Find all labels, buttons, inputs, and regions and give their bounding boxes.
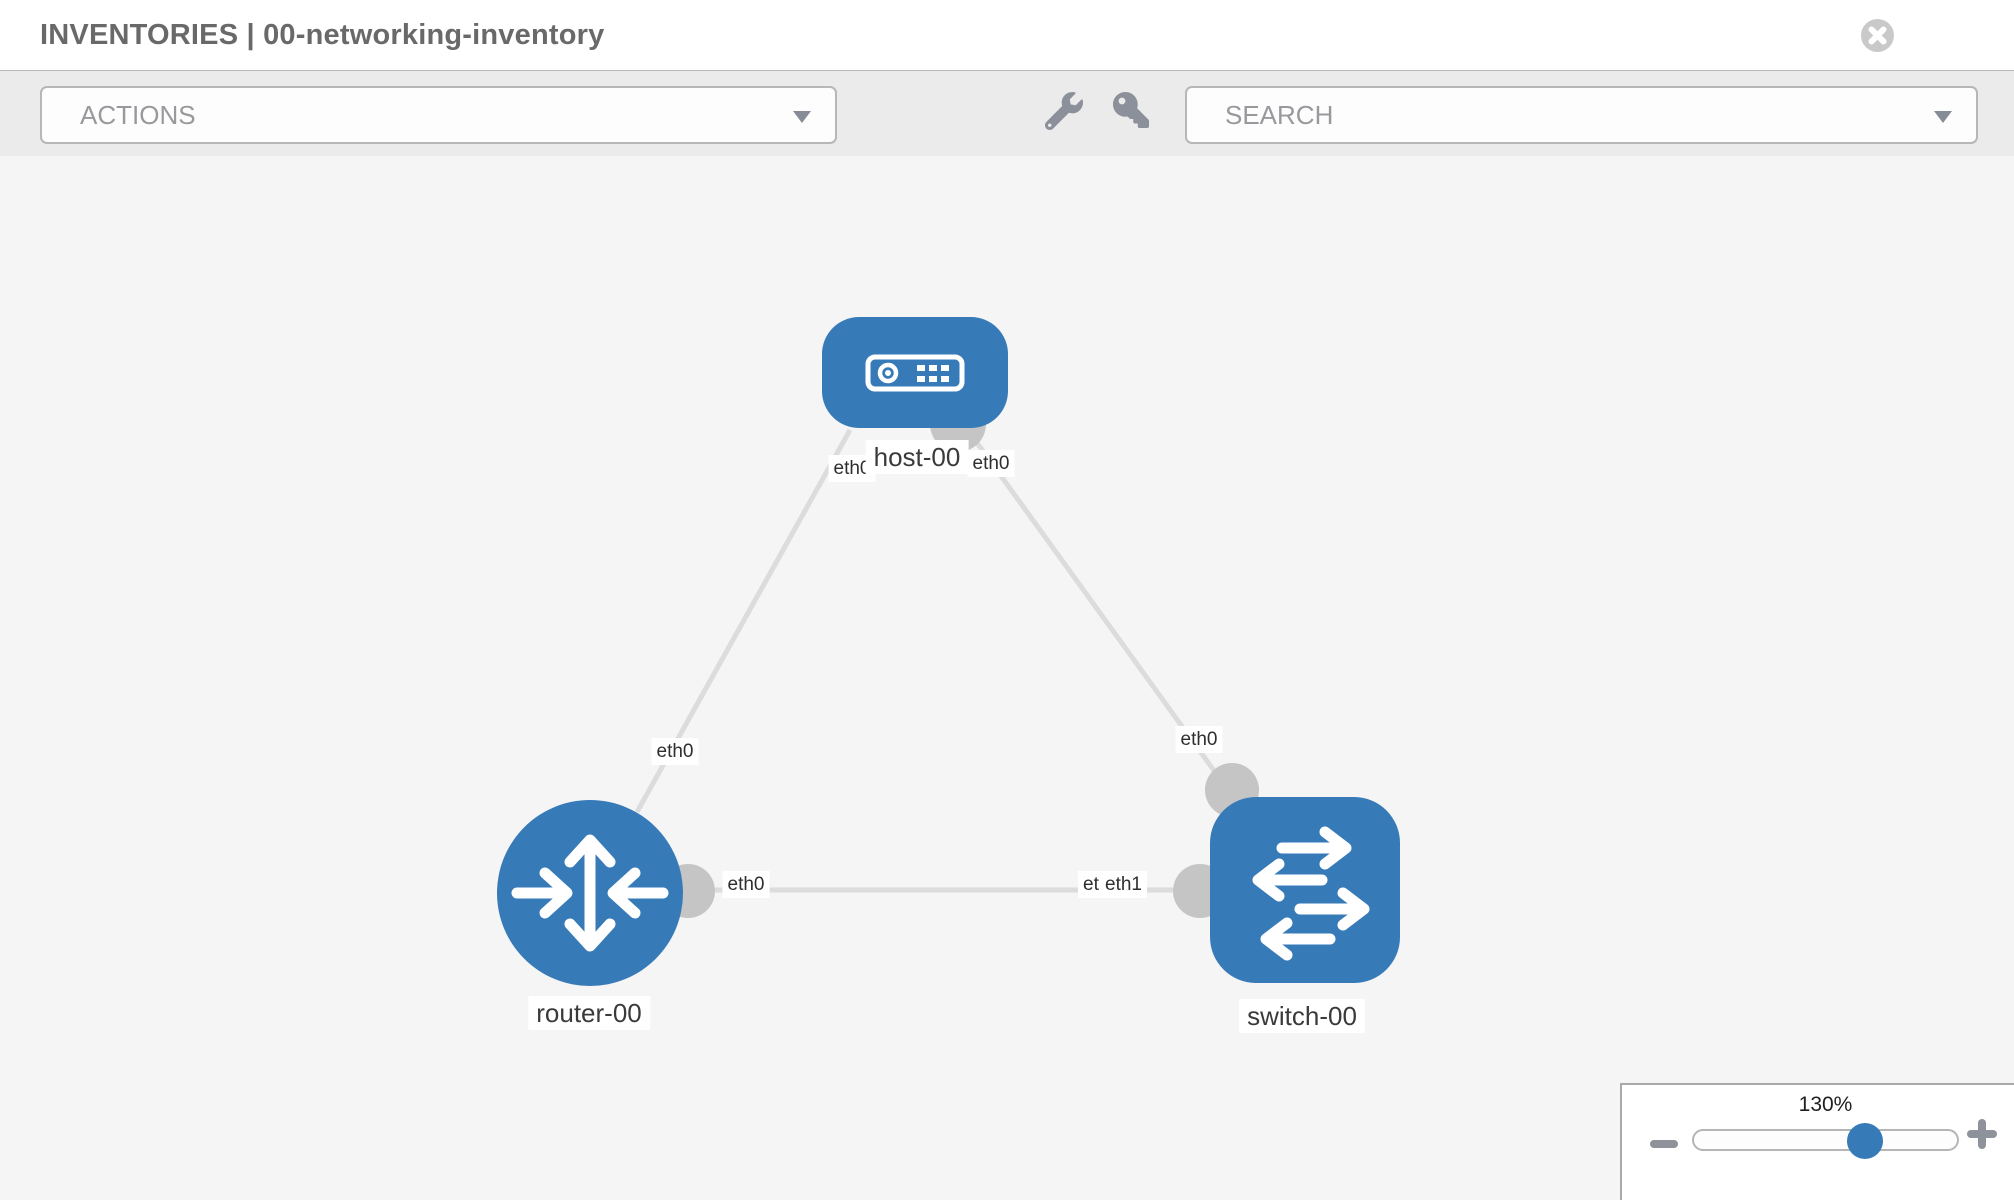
- close-icon[interactable]: [1861, 19, 1894, 52]
- chevron-down-icon: [1934, 111, 1952, 123]
- node-label-router: router-00: [528, 996, 650, 1030]
- key-icon[interactable]: [1113, 92, 1149, 133]
- zoom-slider-track[interactable]: [1692, 1129, 1959, 1151]
- topology-canvas[interactable]: [0, 156, 2014, 1200]
- chevron-down-icon: [793, 111, 811, 123]
- zoom-level-value: 130%: [1798, 1093, 1853, 1116]
- actions-dropdown-label: ACTIONS: [80, 100, 196, 130]
- interface-label: eth0: [1175, 726, 1223, 753]
- zoom-control-panel: 130%: [1620, 1083, 2014, 1200]
- header: INVENTORIES | 00-networking-inventory: [0, 0, 2014, 71]
- page-title: INVENTORIES | 00-networking-inventory: [40, 19, 605, 51]
- node-switch[interactable]: [1210, 797, 1400, 983]
- router-icon: [511, 834, 669, 952]
- toolbar: ACTIONS SEARCH: [0, 71, 2014, 157]
- plus-icon[interactable]: [1967, 1119, 1997, 1149]
- minus-icon[interactable]: [1650, 1140, 1678, 1148]
- node-host[interactable]: [822, 317, 1008, 428]
- host-device-icon: [865, 354, 965, 391]
- interface-label: eth0: [651, 738, 699, 765]
- interface-label: eth0: [722, 871, 770, 898]
- node-label-host: host-00: [865, 440, 969, 474]
- zoom-slider-knob[interactable]: [1847, 1123, 1883, 1159]
- node-router[interactable]: [497, 800, 683, 986]
- search-dropdown[interactable]: SEARCH: [1185, 86, 1978, 144]
- actions-dropdown[interactable]: ACTIONS: [40, 86, 837, 144]
- switch-icon: [1252, 826, 1370, 961]
- node-label-switch: switch-00: [1239, 999, 1365, 1033]
- interface-label: eth0: [967, 450, 1015, 477]
- search-placeholder: SEARCH: [1225, 100, 1334, 130]
- interface-label: eth1: [1100, 871, 1147, 898]
- wrench-icon[interactable]: [1044, 92, 1083, 135]
